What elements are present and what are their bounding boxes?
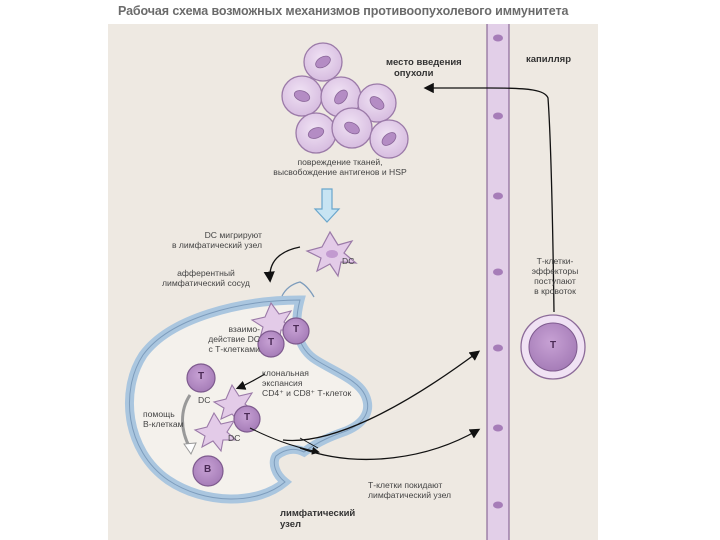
tumor-cell-nuclei bbox=[293, 55, 397, 146]
t-label-1: T bbox=[293, 324, 300, 335]
t-label-2: T bbox=[268, 337, 275, 348]
dc-migrate-label: DC мигрируют в лимфатический узел bbox=[171, 230, 262, 250]
node-dc-lower bbox=[193, 411, 238, 453]
arrow-efferent bbox=[249, 427, 320, 455]
clonal-label: клональная экспансия CD4⁺ и CD8⁺ Т-клето… bbox=[262, 368, 352, 398]
capillary-label: капилляр bbox=[526, 54, 572, 65]
arrow-clonal bbox=[235, 373, 266, 390]
arrow-dc-to-node bbox=[263, 246, 301, 283]
dendritic-cell bbox=[305, 230, 358, 278]
dc-tissue-label: DC bbox=[342, 256, 355, 266]
afferent-vessel-entry bbox=[281, 281, 315, 298]
dc-node-label-1: DC bbox=[198, 395, 211, 405]
effector-t-cell bbox=[520, 314, 586, 380]
help-b-arrowhead bbox=[183, 442, 197, 456]
help-b-label: помощь В-клеткам bbox=[143, 409, 184, 429]
b-cell bbox=[192, 455, 224, 487]
t-label-4: T bbox=[244, 412, 251, 423]
tissue-damage-label: повреждение тканей, высвобождение антиге… bbox=[273, 157, 407, 177]
arrow-efferent-2 bbox=[299, 437, 319, 449]
t-label-3: T bbox=[198, 371, 205, 382]
t-label-effector: T bbox=[550, 340, 557, 351]
diagram-title: Рабочая схема возможных механизмов проти… bbox=[118, 4, 569, 18]
dc-node-label-2: DC bbox=[228, 433, 241, 443]
capillary-vessel bbox=[486, 24, 510, 540]
antigen-release-arrow bbox=[313, 188, 341, 223]
afferent-label: афферентный лимфатический сосуд bbox=[162, 268, 250, 288]
b-label: B bbox=[204, 464, 212, 475]
arrow-effectors-to-tumor bbox=[423, 82, 555, 313]
leave-node-label: Т-клетки покидают лимфатический узел bbox=[368, 480, 452, 500]
arrow-exit-node bbox=[299, 428, 481, 461]
lymph-node-label: лимфатический узел bbox=[280, 508, 356, 530]
t-cell-mid bbox=[186, 363, 216, 393]
arrow-exit-to-blood bbox=[282, 350, 481, 442]
effectors-label: Т-клетки- эффекторы поступают в кровоток bbox=[531, 256, 579, 296]
interaction-label: взаимо- действие DC с Т-клетками bbox=[208, 324, 260, 354]
t-cell-lower bbox=[233, 405, 261, 433]
t-cell-top-left bbox=[257, 330, 285, 358]
t-cell-top-right bbox=[282, 317, 310, 345]
tumor-site-label: место введения опухоли bbox=[386, 57, 462, 79]
